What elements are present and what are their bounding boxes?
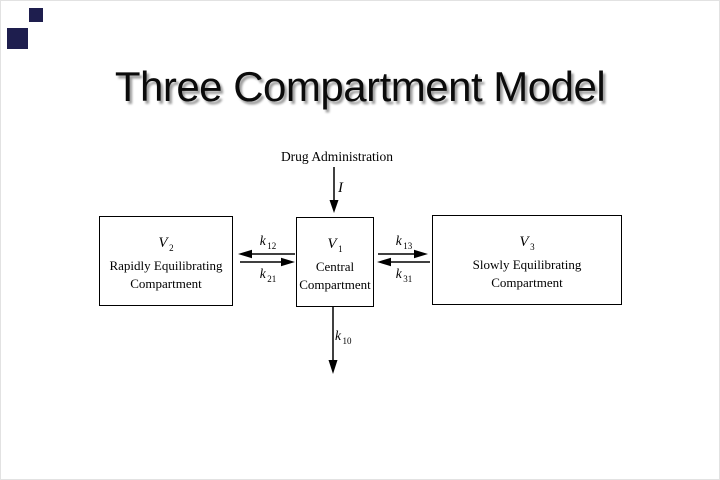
compartment-v1-name-line2: Compartment [299, 276, 371, 292]
compartment-v3-name-line1: Slowly Equilibrating [472, 257, 582, 273]
compartment-v2-name-line1: Rapidly Equilibrating [109, 258, 223, 274]
template-decoration-square-small [29, 8, 43, 22]
compartment-v2-name-line2: Compartment [130, 275, 202, 291]
compartment-v1-name-line1: Central [315, 259, 355, 275]
template-decoration-square-large [7, 28, 28, 49]
input-rate-label: I [338, 180, 343, 196]
slide-title: Three Compartment Model [114, 63, 606, 110]
drug-administration-label: Drug Administration [280, 149, 394, 164]
k21-arrow-icon [240, 257, 295, 267]
compartment-v3-name-line2: Compartment [491, 274, 563, 290]
k31-arrow-icon [377, 257, 430, 267]
